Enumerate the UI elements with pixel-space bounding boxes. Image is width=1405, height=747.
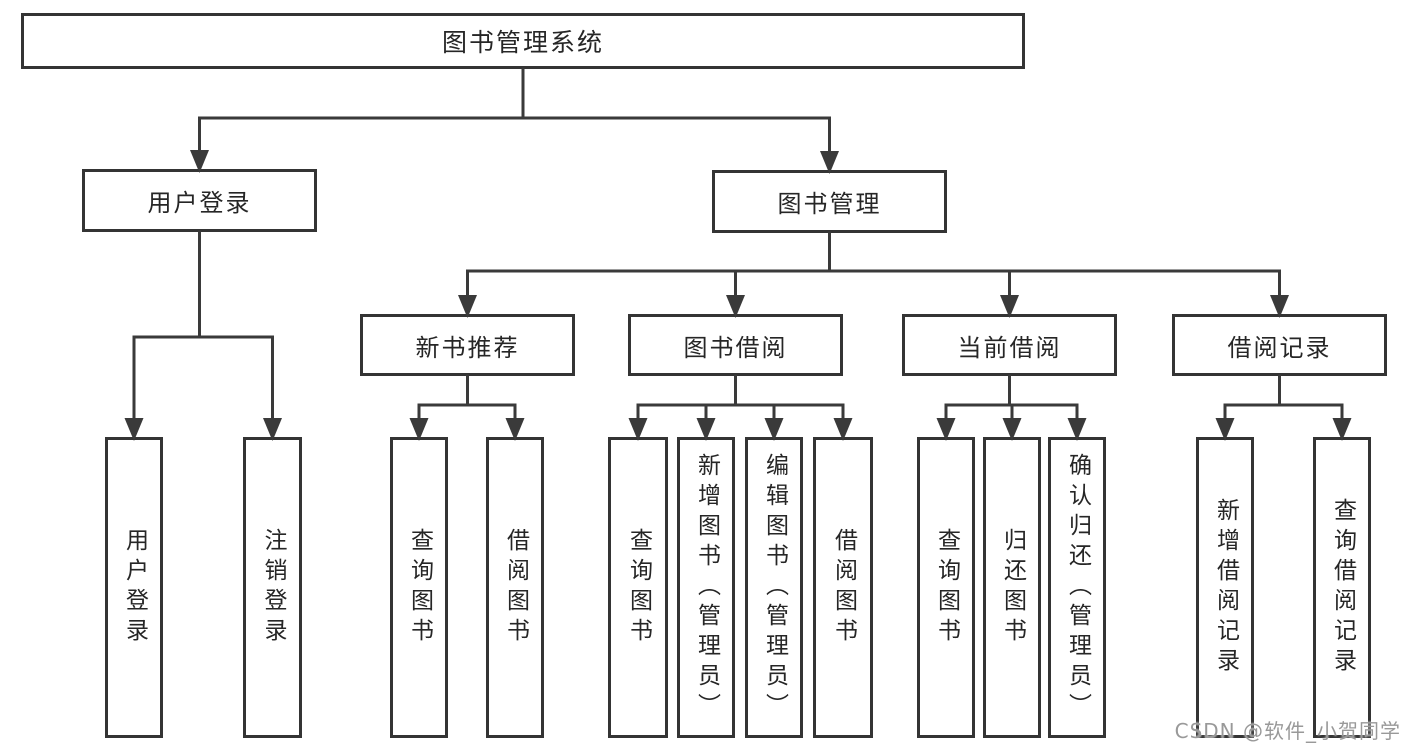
leaf-label: 用户登录 <box>121 527 148 648</box>
leaf-label: 新增图书（管理员） <box>693 452 720 723</box>
node-user-login: 用户登录 <box>82 169 317 232</box>
leaf-query-books-recommend: 查询图书 <box>390 437 448 738</box>
leaf-borrow-books-recommend: 借阅图书 <box>486 437 544 738</box>
node-book-management: 图书管理 <box>712 170 947 233</box>
leaf-query-books-current: 查询图书 <box>917 437 975 738</box>
leaf-label: 新增借阅记录 <box>1212 497 1239 678</box>
leaf-label: 注销登录 <box>260 527 286 648</box>
leaf-edit-book-admin: 编辑图书（管理员） <box>745 437 803 738</box>
leaf-label: 查询图书 <box>625 527 652 648</box>
node-book-borrowing: 图书借阅 <box>628 314 843 376</box>
leaf-logout: 注销登录 <box>243 437 302 738</box>
leaf-label: 编辑图书（管理员） <box>761 452 788 723</box>
leaf-label: 查询图书 <box>406 527 433 648</box>
leaf-return-book: 归还图书 <box>983 437 1041 738</box>
node-current-borrowing: 当前借阅 <box>902 314 1117 376</box>
leaf-label: 借阅图书 <box>830 527 857 648</box>
node-library-system: 图书管理系统 <box>21 13 1025 69</box>
leaf-label: 查询图书 <box>933 527 960 648</box>
leaf-label: 归还图书 <box>999 527 1026 648</box>
leaf-query-borrow-record: 查询借阅记录 <box>1313 437 1371 738</box>
leaf-confirm-return-admin: 确认归还（管理员） <box>1048 437 1106 738</box>
leaf-label: 借阅图书 <box>502 527 529 648</box>
leaf-add-borrow-record: 新增借阅记录 <box>1196 437 1254 738</box>
leaf-add-book-admin: 新增图书（管理员） <box>677 437 735 738</box>
csdn-watermark: CSDN @软件_小贺同学 <box>1174 719 1401 743</box>
node-new-book-recommend: 新书推荐 <box>360 314 575 376</box>
leaf-borrow-books: 借阅图书 <box>813 437 873 738</box>
leaf-query-books-borrowing: 查询图书 <box>608 437 668 738</box>
node-borrowing-records: 借阅记录 <box>1172 314 1387 376</box>
leaf-user-login: 用户登录 <box>105 437 163 738</box>
leaf-label: 确认归还（管理员） <box>1064 452 1091 723</box>
leaf-label: 查询借阅记录 <box>1329 497 1356 678</box>
